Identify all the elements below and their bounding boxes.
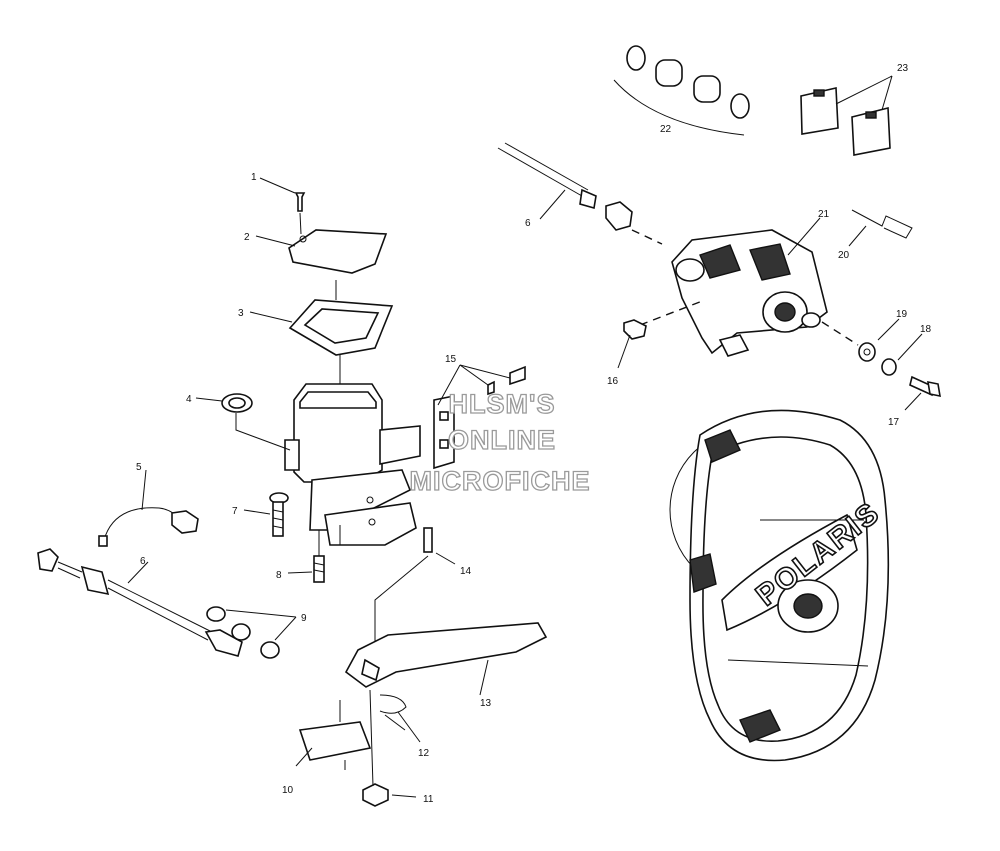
callout-2: 2 bbox=[244, 232, 250, 243]
callout-1: 1 bbox=[251, 172, 257, 183]
callout-7: 7 bbox=[232, 506, 238, 517]
callout-20: 20 bbox=[838, 250, 850, 261]
callout-19: 19 bbox=[896, 309, 908, 320]
retaining-clip-part-20 bbox=[851, 209, 913, 239]
washer-part-9 bbox=[206, 606, 280, 659]
watermark-line-2: ONLINE bbox=[448, 425, 556, 455]
washer-part-19 bbox=[858, 342, 876, 362]
reservoir-cover-part-2 bbox=[288, 229, 388, 274]
screw-part-8 bbox=[313, 530, 325, 583]
callout-4: 4 bbox=[186, 394, 192, 405]
brake-line-part-6 bbox=[37, 548, 243, 657]
callout-18: 18 bbox=[920, 324, 932, 335]
watermark-line-1: HLSM'S bbox=[449, 389, 556, 419]
brake-lever-part-13 bbox=[344, 622, 548, 688]
clamp-part-15 bbox=[433, 365, 526, 470]
callout-15: 15 bbox=[445, 354, 457, 365]
bracket-part bbox=[324, 496, 417, 546]
switch-part-5 bbox=[98, 507, 199, 547]
spring-part-12 bbox=[379, 694, 407, 731]
callout-6-lower: 6 bbox=[140, 556, 146, 567]
caliper-part-21 bbox=[639, 229, 859, 357]
diaphragm-part-3 bbox=[288, 280, 394, 356]
callout-numbers: 1 2 3 4 5 6 6 7 8 9 10 11 12 13 14 15 16… bbox=[136, 63, 932, 805]
callout-12: 12 bbox=[418, 748, 430, 759]
leader-lines bbox=[127, 75, 923, 798]
bolt-part-7 bbox=[269, 492, 289, 537]
seal-part-4 bbox=[221, 393, 291, 451]
screw-part-1 bbox=[294, 192, 306, 235]
callout-9: 9 bbox=[301, 613, 307, 624]
watermark: HLSM'S ONLINE MICROFICHE bbox=[409, 388, 591, 496]
pin-part-14 bbox=[374, 527, 433, 660]
callout-21: 21 bbox=[818, 209, 830, 220]
bleeder-part-16 bbox=[623, 319, 647, 340]
callout-14: 14 bbox=[460, 566, 472, 577]
callout-16: 16 bbox=[607, 376, 619, 387]
callout-10: 10 bbox=[282, 785, 294, 796]
chaincase-cover: POLARIS bbox=[669, 409, 890, 762]
cable-part-6-top bbox=[497, 142, 663, 245]
callout-3: 3 bbox=[238, 308, 244, 319]
callout-23: 23 bbox=[897, 63, 909, 74]
watermark-line-3: MICROFICHE bbox=[410, 466, 591, 496]
callout-6-upper: 6 bbox=[525, 218, 531, 229]
callout-22: 22 bbox=[660, 124, 672, 135]
bolt-part-17 bbox=[909, 375, 941, 398]
callout-11: 11 bbox=[423, 794, 434, 805]
callout-17: 17 bbox=[888, 417, 900, 428]
lockwasher-part-18 bbox=[881, 358, 897, 376]
nut-part-11 bbox=[362, 689, 389, 807]
piston-seal-kit-part-22 bbox=[613, 45, 750, 136]
callout-8: 8 bbox=[276, 570, 282, 581]
callout-5: 5 bbox=[136, 462, 142, 473]
brake-pads-part-23 bbox=[800, 87, 891, 156]
block-part-10 bbox=[298, 700, 372, 770]
callout-13: 13 bbox=[480, 698, 492, 709]
